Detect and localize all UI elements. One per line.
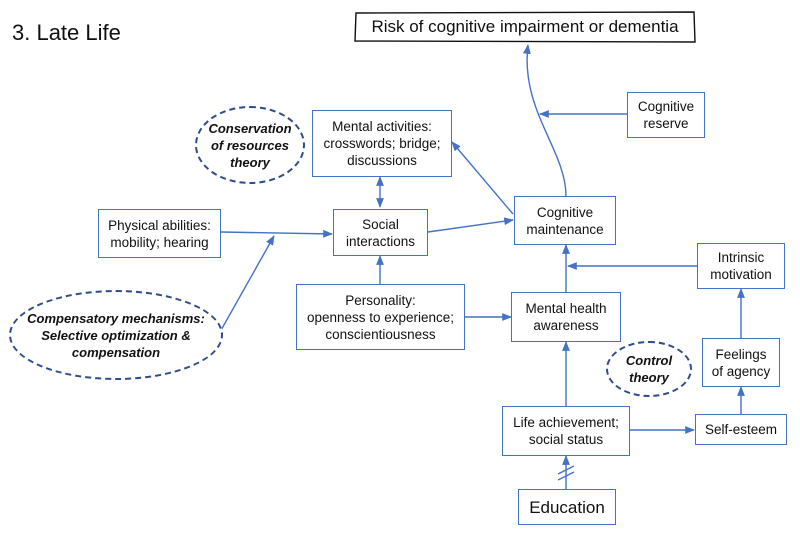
cognitive-reserve-box: Cognitive reserve [627, 92, 705, 138]
arrow-social-to-maintenance [427, 217, 514, 233]
compensatory-mechanisms-oval: Compensatory mechanisms: Selective optim… [9, 290, 223, 380]
mental-health-awareness-box: Mental health awareness [511, 292, 621, 342]
feelings-of-agency-box: Feelings of agency [702, 338, 780, 387]
physical-abilities-box: Physical abilities: mobility; hearing [98, 209, 221, 258]
arrow-compensatory-to-connector [219, 235, 275, 333]
mental-activities-box: Mental activities: crosswords; bridge; d… [312, 110, 452, 177]
social-interactions-box: Social interactions [333, 209, 428, 256]
control-theory-oval: Control theory [606, 341, 692, 397]
outcome-box-frame [354, 11, 696, 43]
conservation-of-resources-oval: Conservation of resources theory [195, 106, 305, 184]
intrinsic-motivation-box: Intrinsic motivation [697, 243, 785, 289]
personality-box: Personality: openness to experience; con… [296, 284, 465, 350]
arrow-mental-activities-to-maintenance [451, 141, 514, 215]
education-box: Education [518, 489, 616, 525]
outcome-box: Risk of cognitive impairment or dementia [354, 11, 696, 43]
self-esteem-box: Self-esteem [695, 414, 787, 445]
cognitive-maintenance-box: Cognitive maintenance [514, 196, 616, 245]
outcome-label: Risk of cognitive impairment or dementia [371, 17, 679, 36]
life-achievement-box: Life achievement; social status [502, 406, 630, 456]
break-marks [557, 465, 575, 481]
page-title: 3. Late Life [12, 20, 121, 45]
arrow-maintenance-to-risk [523, 44, 567, 197]
arrow-physical-to-social [220, 229, 333, 238]
